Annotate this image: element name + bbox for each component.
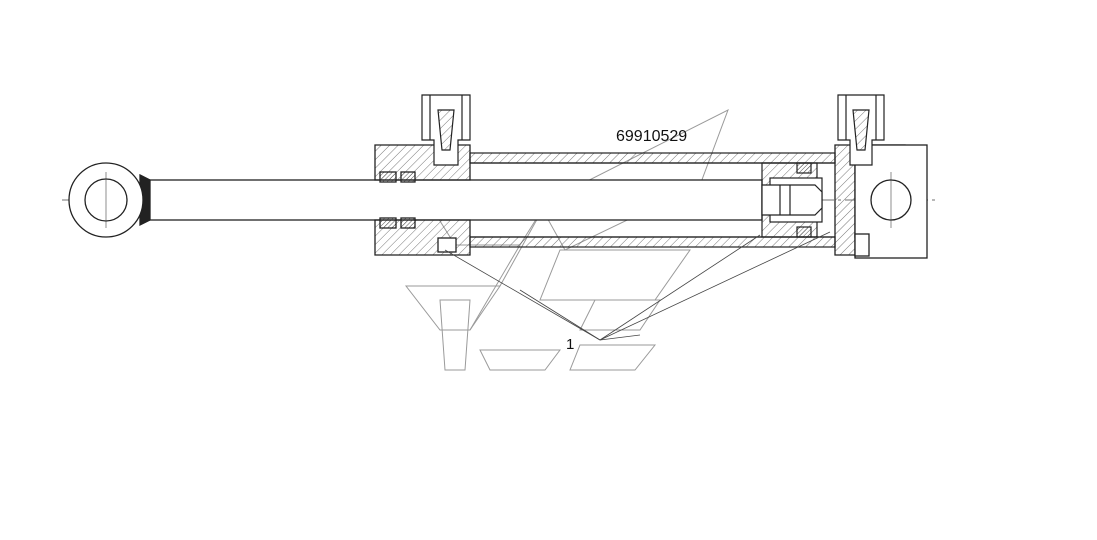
piston [761,162,823,238]
piston-rod [149,179,763,221]
port-fitting-right [837,94,885,166]
port-fitting-left [421,94,471,166]
part-number-label: 69910529 [616,128,688,145]
rod-eye [68,162,151,238]
callout-leader-lines [444,231,831,341]
watermark-logo [404,108,729,371]
end-cap [834,144,928,259]
callout-1-label: 1 [566,336,575,353]
